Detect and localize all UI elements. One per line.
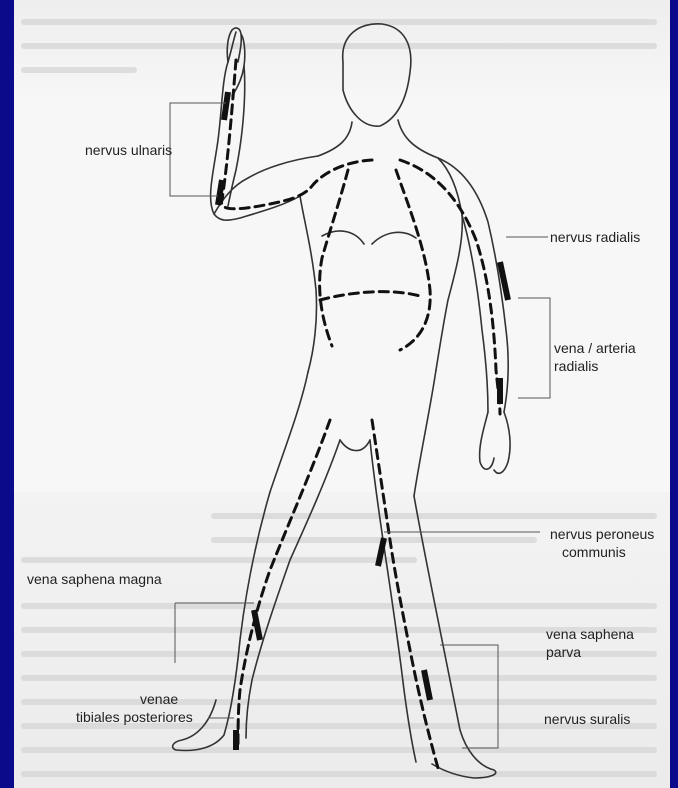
leader-nervus-ulnaris — [170, 103, 203, 196]
groin — [340, 440, 370, 451]
segment-saphena-parva — [424, 670, 430, 700]
lowered-arm-inner — [462, 215, 488, 412]
leader-vena-arteria-radialis — [518, 298, 550, 398]
hip-line — [270, 372, 308, 492]
incision-abdomen — [320, 292, 420, 300]
label-vena-saphena-parva-line1: vena saphena — [546, 626, 634, 643]
incision-leg-left — [238, 420, 330, 748]
scanned-page: nervus ulnaris nervus radialis vena / ar… — [14, 0, 670, 788]
label-vena-saphena-magna: vena saphena magna — [27, 571, 162, 588]
label-nervus-suralis: nervus suralis — [544, 711, 630, 728]
segment-nervus-ulnaris — [224, 92, 228, 120]
label-nervus-peroneus-line2: communis — [562, 544, 626, 561]
incision-torso-left — [320, 170, 348, 346]
lowered-arm-outer — [438, 158, 508, 412]
segment-peroneus-right — [378, 538, 384, 566]
neck-left — [318, 122, 352, 156]
left-leg-inner — [246, 440, 340, 738]
label-nervus-peroneus-line1: nervus peroneus — [550, 526, 654, 543]
segment-peroneus — [254, 610, 260, 640]
label-venae-tibiales-line2: tibiales posteriores — [76, 709, 193, 726]
label-nervus-radialis: nervus radialis — [550, 229, 640, 246]
torso-left — [300, 196, 317, 372]
label-nervus-ulnaris: nervus ulnaris — [85, 142, 172, 159]
torso-right — [436, 158, 462, 370]
incision-arm-right — [400, 160, 500, 414]
incision-leg-right — [372, 420, 438, 768]
raised-arm-outer — [211, 32, 318, 214]
segment-ulnaris-elbow — [218, 180, 222, 205]
label-vena-saphena-parva-line2: parva — [546, 644, 581, 661]
label-venae-tibiales-line1: venae — [140, 691, 178, 708]
hip-right — [414, 370, 436, 496]
chest-line — [322, 231, 416, 244]
head-outline — [343, 24, 411, 126]
label-vena-arteria-radialis-line1: vena / arteria — [554, 340, 636, 357]
leader-saphena-parva — [440, 645, 498, 748]
body-figure — [14, 0, 670, 788]
lowered-hand — [480, 412, 510, 473]
right-leg-inner — [370, 440, 416, 762]
right-leg-outer — [414, 496, 496, 778]
label-vena-arteria-radialis-line2: radialis — [554, 358, 598, 375]
incision-torso-right — [396, 170, 430, 350]
neck-right — [398, 120, 438, 158]
